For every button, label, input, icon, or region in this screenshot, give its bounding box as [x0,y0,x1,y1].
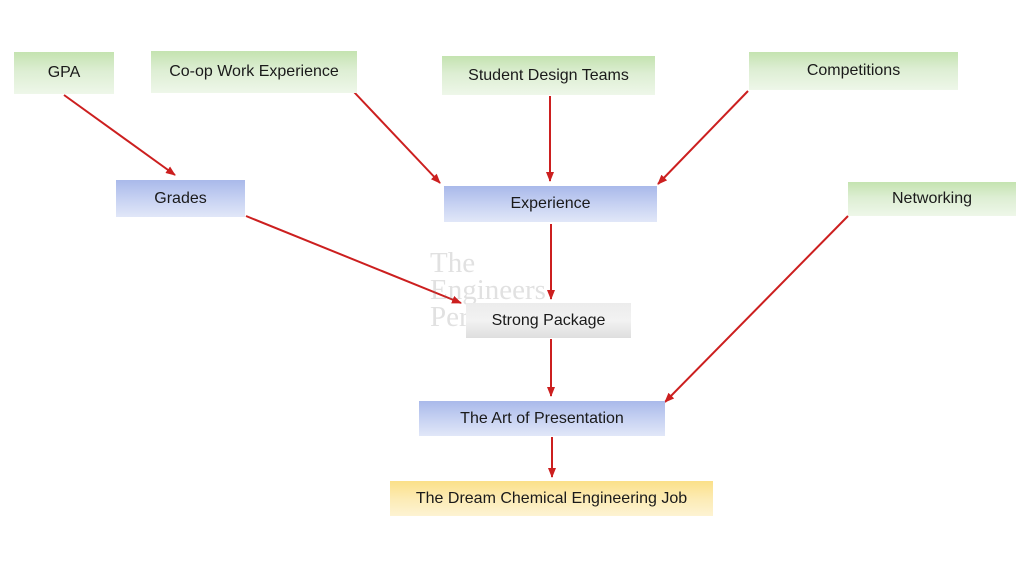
node-coop-work-experience: Co-op Work Experience [151,51,357,93]
node-networking-label: Networking [891,190,973,207]
node-strong-package-label: Strong Package [491,311,606,329]
node-art-of-presentation: The Art of Presentation [419,401,665,436]
node-grades-label: Grades [154,189,207,207]
node-competitions: Competitions [749,52,958,90]
node-dream-job-label: The Dream Chemical Engineering Job [415,489,688,507]
node-presentation-label: The Art of Presentation [460,409,624,427]
node-gpa-label: GPA [47,64,81,81]
watermark-line-1: The [430,247,476,279]
arrow-grades-to-strong-package [245,215,462,304]
node-experience-label: Experience [510,195,591,212]
node-strong-package: Strong Package [466,303,631,338]
arrow-gpa-to-grades [63,94,176,176]
node-competitions-label: Competitions [806,62,901,79]
node-student-design-teams: Student Design Teams [442,56,655,95]
node-grades: Grades [116,180,245,217]
watermark-line-2: Engineers [430,274,546,306]
node-gpa: GPA [14,52,114,94]
node-networking: Networking [848,182,1016,216]
node-coop-label: Co-op Work Experience [169,63,339,80]
arrow-coop-to-experience [353,91,441,184]
node-design-teams-label: Student Design Teams [468,66,629,84]
arrow-networking-to-presentation [664,215,849,403]
arrow-competitions-to-experience [657,90,749,185]
node-experience: Experience [444,186,657,222]
node-dream-job: The Dream Chemical Engineering Job [390,481,713,516]
